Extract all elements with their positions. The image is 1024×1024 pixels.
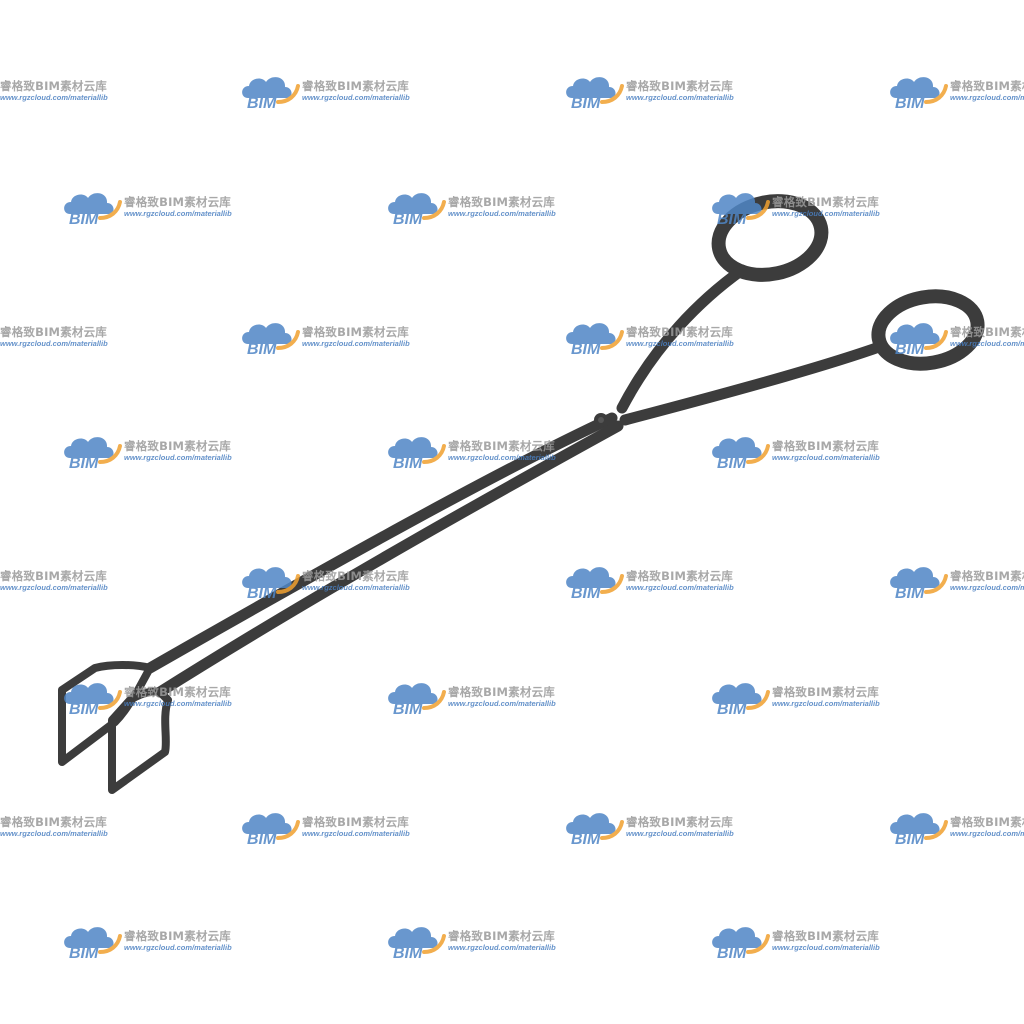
arm-upper: [144, 412, 618, 674]
jaw-upper: [58, 661, 154, 766]
jaw-lower: [108, 687, 172, 794]
upper-handle: [616, 264, 748, 414]
upper-finger-ring: [711, 194, 829, 282]
lower-handle: [619, 340, 888, 426]
lower-finger-ring: [871, 289, 985, 371]
arm-lower: [154, 420, 624, 698]
